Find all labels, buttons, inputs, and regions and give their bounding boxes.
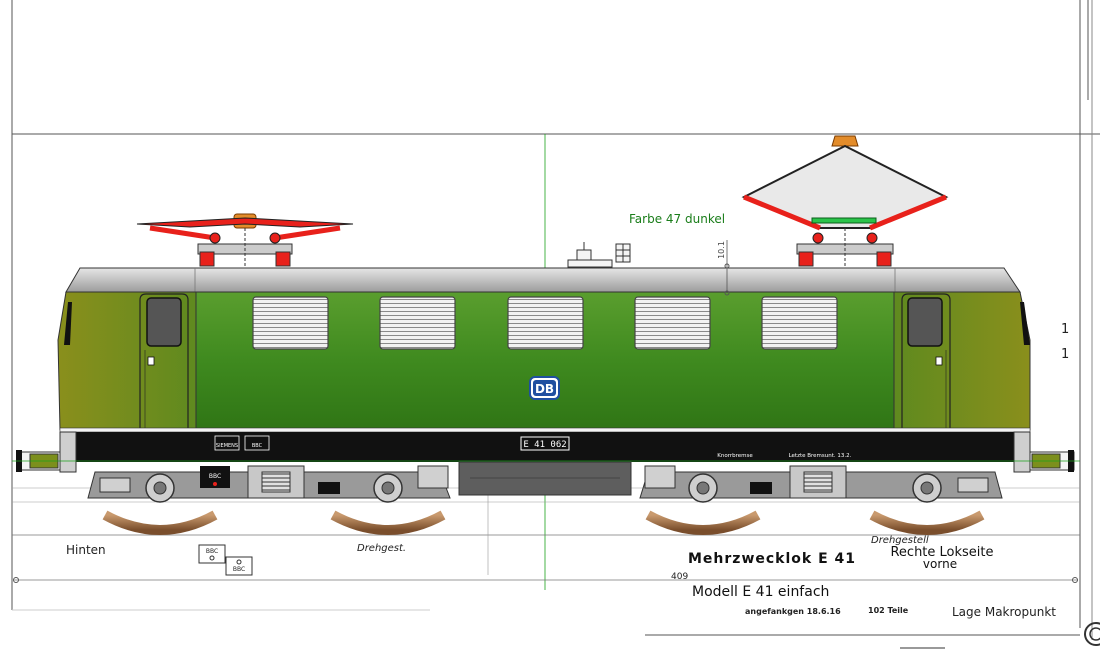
pantograph-rear [136, 213, 354, 268]
side-mark-top: 1 [1061, 322, 1069, 337]
door-front [901, 293, 951, 430]
svg-text:BBC: BBC [233, 566, 245, 573]
wheels [102, 473, 985, 535]
side-mark-bottom: 1 [1061, 347, 1069, 362]
brake-date-label: Letzte Bremsunt. 13.2. [789, 453, 852, 459]
bogie-front [639, 465, 1003, 499]
height-dimension: 10.1 [717, 240, 730, 296]
center-box [458, 461, 632, 496]
wheel [102, 473, 218, 535]
wheel [330, 473, 446, 535]
svg-text:BBC: BBC [252, 443, 263, 449]
door-rear [139, 293, 189, 430]
wheel [869, 473, 985, 535]
dimension-label: 409 [671, 572, 688, 582]
roof-equipment [567, 242, 631, 268]
svg-text:BBC: BBC [206, 548, 218, 555]
louvre-window [507, 296, 584, 350]
louvre-window [379, 296, 456, 350]
db-emblem: DB [529, 376, 560, 400]
louvre-window [761, 296, 838, 350]
brake-label: Knorrbremse [717, 453, 753, 459]
started-label: angefankgen 18.6.16 [745, 607, 841, 616]
locomotive-roof [65, 267, 1021, 293]
bogie-rear: BBC [87, 465, 451, 499]
side-label: Rechte Lokseite [890, 545, 993, 560]
louvre-windows [252, 296, 838, 350]
drawing-title: Mehrzwecklok E 41 [688, 551, 856, 567]
svg-text:E 41 062: E 41 062 [523, 440, 566, 450]
bogie-rear-label: Drehgest. [357, 543, 406, 554]
wheel [645, 473, 761, 535]
louvre-window [252, 296, 329, 350]
title-block: Mehrzwecklok E 41 Rechte Lokseite vorne … [688, 545, 1056, 619]
maker-plates: SIEMENS BBC [214, 435, 270, 451]
macro-point-label: Lage Makropunkt [952, 605, 1056, 619]
svg-text:BBC: BBC [209, 473, 221, 480]
number-plate: E 41 062 [520, 436, 570, 451]
pantograph-front [741, 135, 949, 270]
model-label: Modell E 41 einfach [692, 584, 829, 600]
paint-note: Farbe 47 dunkel [629, 212, 725, 226]
bogie-front-label: Drehgestell [871, 535, 929, 546]
svg-text:10.1: 10.1 [717, 241, 726, 259]
parts-label: 102 Teile [868, 606, 909, 615]
bbc-stamps: BBC BBC [198, 544, 253, 576]
svg-text:SIEMENS: SIEMENS [216, 443, 238, 449]
svg-text:DB: DB [535, 382, 554, 396]
louvre-window [634, 296, 711, 350]
rear-label: Hinten [66, 543, 106, 557]
side-sub-label: vorne [923, 557, 957, 571]
